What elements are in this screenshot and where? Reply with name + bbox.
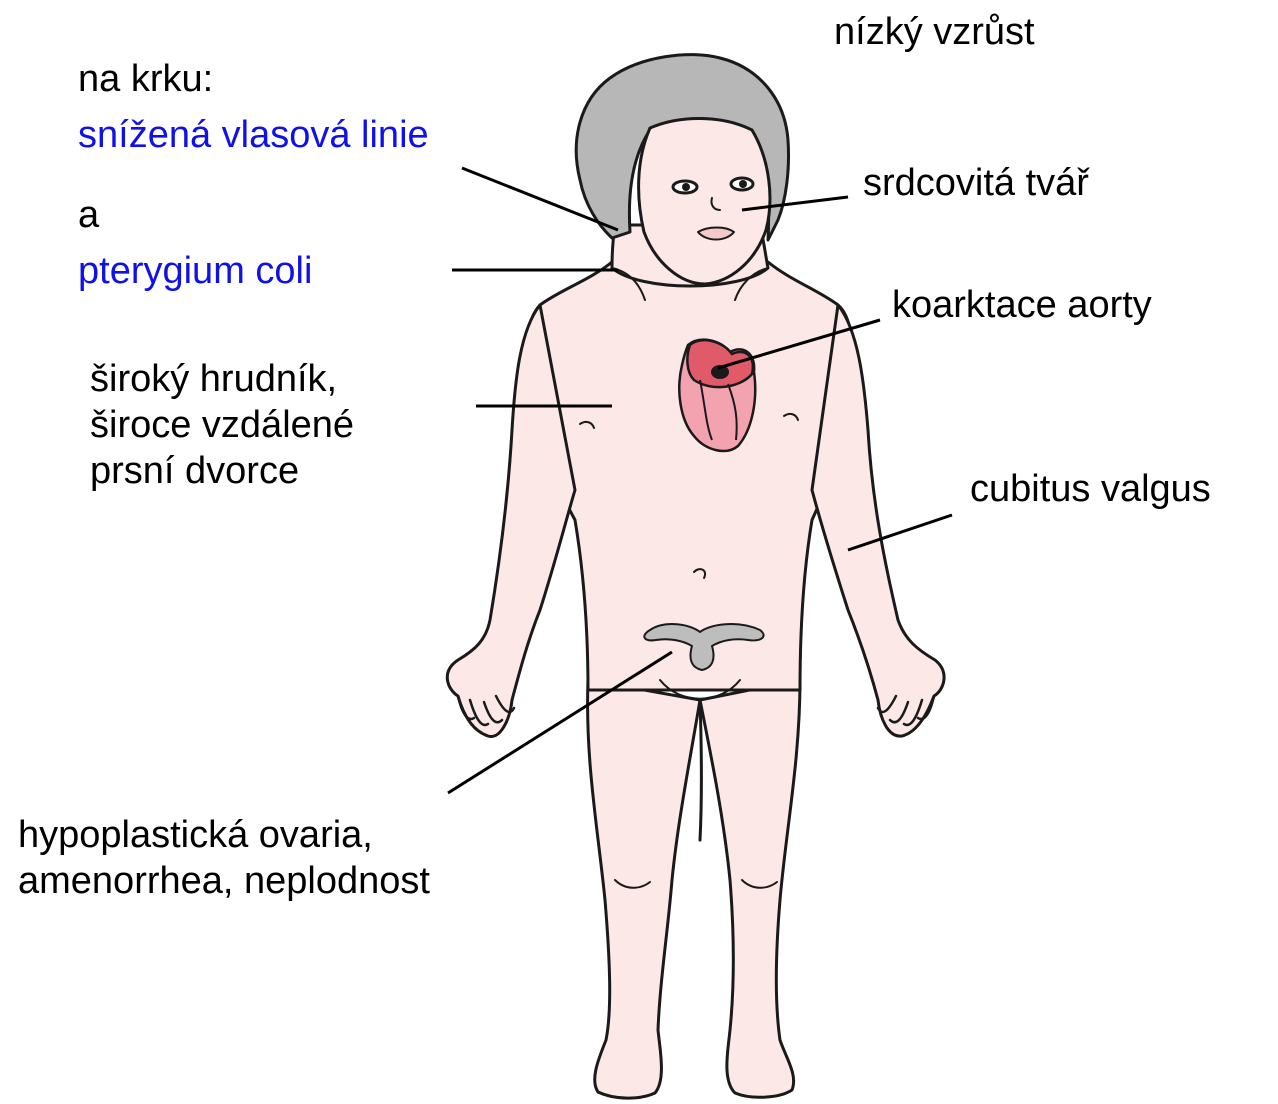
- label-heart-face: srdcovitá tvář: [863, 160, 1089, 206]
- label-ovaries: hypoplastická ovaria, amenorrhea, neplod…: [18, 812, 430, 904]
- left-pupil: [682, 183, 690, 191]
- label-broad-chest-line-3: prsní dvorce: [90, 448, 354, 494]
- leg-inner-line: [700, 700, 702, 840]
- label-broad-chest: široký hrudník, široce vzdálené prsní dv…: [90, 356, 354, 494]
- left-leg: [588, 680, 700, 1098]
- label-ovaries-line-2: amenorrhea, neplodnost: [18, 858, 430, 904]
- label-and-word: a: [78, 192, 99, 238]
- right-leg: [700, 680, 800, 1097]
- label-webbed-neck: pterygium coli: [78, 248, 312, 294]
- label-neck-heading: na krku:: [78, 56, 213, 102]
- label-short-stature: nízký vzrůst: [834, 9, 1035, 55]
- right-pupil: [739, 180, 747, 188]
- label-ovaries-line-1: hypoplastická ovaria,: [18, 812, 430, 858]
- label-low-hairline: snížená vlasová linie: [78, 112, 429, 158]
- face: [639, 118, 770, 284]
- right-arm: [812, 305, 944, 736]
- label-coarctation: koarktace aorty: [892, 282, 1152, 328]
- label-broad-chest-line-2: široce vzdálené: [90, 402, 354, 448]
- label-cubitus: cubitus valgus: [970, 466, 1211, 512]
- label-broad-chest-line-1: široký hrudník,: [90, 356, 354, 402]
- mouth: [698, 228, 734, 240]
- child-body-illustration: [447, 55, 944, 1099]
